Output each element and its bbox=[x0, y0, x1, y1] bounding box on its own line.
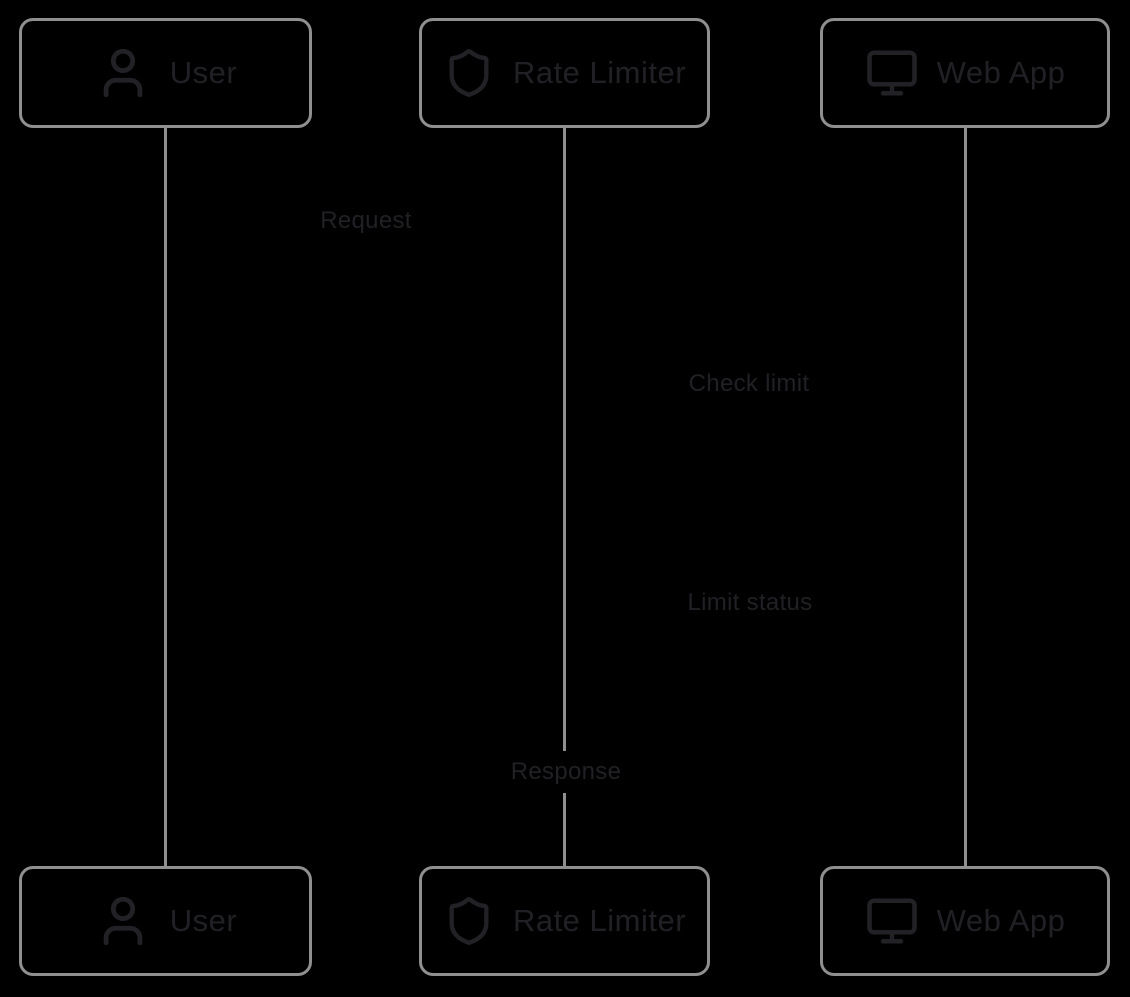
lifeline-user bbox=[164, 127, 167, 866]
user-icon bbox=[94, 892, 152, 950]
participant-rate-limiter-top: Rate Limiter bbox=[419, 18, 710, 128]
participant-label: Web App bbox=[936, 903, 1066, 938]
participant-web-app-top: Web App bbox=[820, 18, 1110, 128]
participant-label: Rate Limiter bbox=[512, 55, 687, 90]
message-label-request: Request bbox=[310, 200, 422, 242]
participant-label: User bbox=[169, 903, 238, 938]
lifeline-rate-limiter bbox=[563, 127, 566, 866]
shield-icon bbox=[443, 47, 495, 99]
participant-label: Web App bbox=[936, 55, 1066, 90]
user-icon bbox=[94, 44, 152, 102]
monitor-icon bbox=[865, 894, 919, 948]
participant-user-bottom: User bbox=[19, 866, 312, 976]
participant-label: Rate Limiter bbox=[512, 903, 687, 938]
participant-user-top: User bbox=[19, 18, 312, 128]
participant-label: User bbox=[169, 55, 238, 90]
lifeline-web-app bbox=[964, 127, 967, 866]
message-label-limit-status: Limit status bbox=[677, 582, 823, 624]
message-label-check-limit: Check limit bbox=[678, 363, 820, 405]
message-label-response: Response bbox=[500, 751, 632, 793]
shield-icon bbox=[443, 895, 495, 947]
monitor-icon bbox=[865, 46, 919, 100]
participant-rate-limiter-bottom: Rate Limiter bbox=[419, 866, 710, 976]
participant-web-app-bottom: Web App bbox=[820, 866, 1110, 976]
